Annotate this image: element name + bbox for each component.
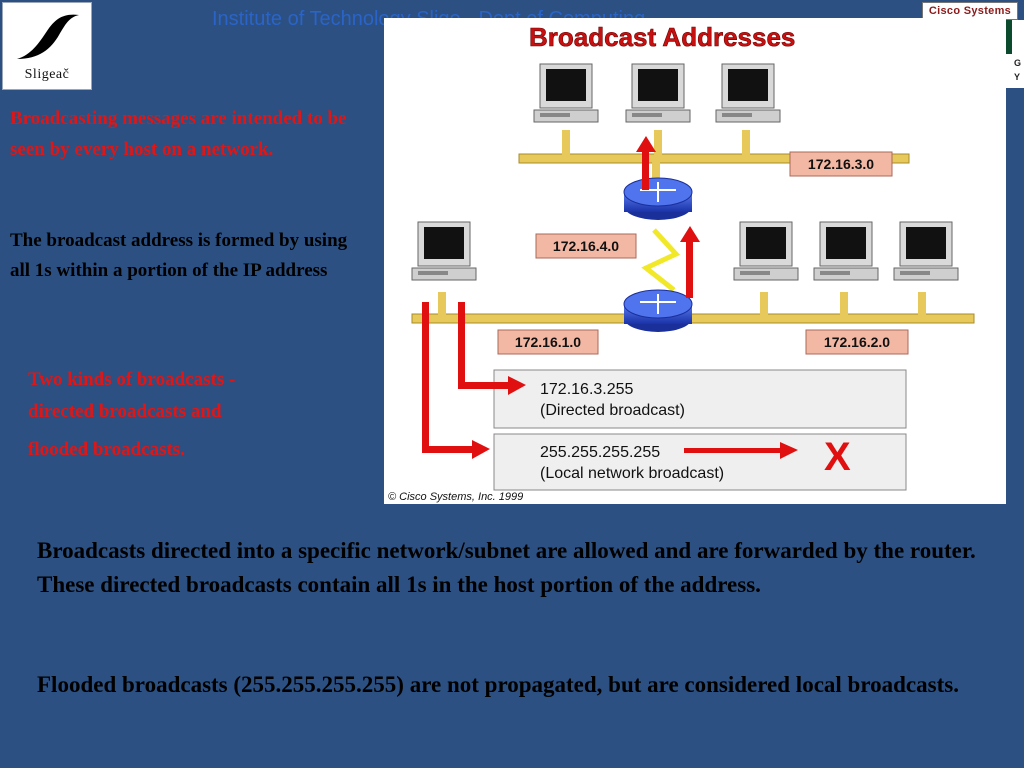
net-label-mid-text: 172.16.4.0 [553, 238, 619, 254]
diagram-title: Broadcast Addresses [529, 22, 795, 52]
net-label-left: 172.16.1.0 [497, 329, 599, 355]
directed-broadcast-box: 172.16.3.255 (Directed broadcast) [493, 369, 907, 429]
host-computer [733, 221, 799, 281]
directed-broadcast-arrow [508, 376, 526, 395]
serial-link [641, 228, 681, 292]
host-computer [715, 63, 781, 123]
broadcast-kinds-line: flooded broadcasts. [28, 439, 185, 460]
host-computer [625, 63, 691, 123]
broadcast-kinds: Two kinds of broadcasts - directed broad… [28, 364, 358, 466]
cisco-tail-letter: Y [1014, 72, 1021, 82]
top-network-cable [518, 153, 910, 164]
host-computer [813, 221, 879, 281]
local-broadcast-address: 255.255.255.255 [540, 444, 660, 461]
directed-broadcast-explanation: Broadcasts directed into a specific netw… [37, 538, 976, 597]
local-broadcast-arrow [472, 440, 490, 459]
router-top [623, 177, 693, 220]
host-computer [533, 63, 599, 123]
logo-text: Sligeač [24, 67, 70, 82]
net-label-mid: 172.16.4.0 [535, 233, 637, 259]
broadcast-kinds-line: directed broadcasts and [28, 401, 222, 422]
host-computer [411, 221, 477, 281]
broadcast-address-definition: The broadcast address is formed by using… [10, 230, 348, 281]
host-computer [893, 221, 959, 281]
blocked-arrow [780, 442, 798, 459]
flooded-broadcast-explanation: Flooded broadcasts (255.255.255.255) are… [37, 672, 959, 697]
local-broadcast-label: (Local network broadcast) [540, 465, 724, 482]
broadcast-intro: Broadcasting messages are intended to be… [10, 108, 347, 160]
broadcast-kinds-line: Two kinds of broadcasts - [28, 369, 236, 390]
net-label-right-text: 172.16.2.0 [824, 334, 890, 350]
net-label-top-text: 172.16.3.0 [808, 156, 874, 172]
net-label-left-text: 172.16.1.0 [515, 334, 581, 350]
broadcast-diagram: Broadcast Addresses [384, 18, 1006, 504]
blocked-x-mark: X [824, 435, 851, 479]
sligo-logo: Sligeač [2, 2, 92, 90]
net-label-top: 172.16.3.0 [789, 151, 893, 177]
directed-broadcast-address: 172.16.3.255 [540, 381, 634, 398]
diagram-copyright: © Cisco Systems, Inc. 1999 [388, 491, 523, 503]
net-label-right: 172.16.2.0 [805, 329, 909, 355]
swan-icon [17, 14, 79, 59]
router-bottom [623, 289, 693, 332]
directed-broadcast-label: (Directed broadcast) [540, 402, 685, 419]
directed-arrow-up [680, 226, 700, 242]
local-broadcast-box: 255.255.255.255 (Local network broadcast… [493, 433, 907, 491]
network-diagram: Broadcast Addresses [388, 22, 975, 503]
cisco-tail-letter: G [1014, 58, 1022, 68]
bottom-network-cable [411, 313, 975, 324]
cisco-logo-tail: G Y [1006, 20, 1024, 88]
directed-arrow-up [636, 136, 656, 152]
